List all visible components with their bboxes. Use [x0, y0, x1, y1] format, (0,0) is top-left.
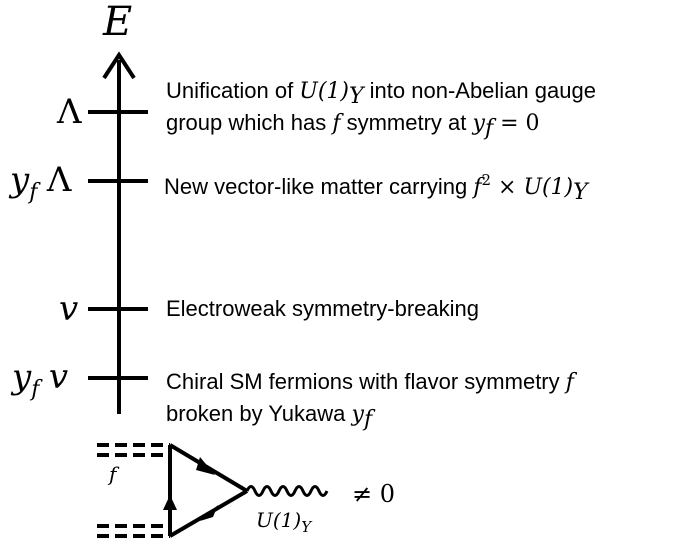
- energy-axis-arrowhead: [102, 51, 136, 80]
- triangle-loop: [163, 443, 249, 538]
- fermion-arrow-top: [196, 457, 215, 475]
- description-yf-lambda: New vector-like matter carrying f2 × U(1…: [164, 171, 588, 205]
- scale-label-yf-lambda: yf Λ: [10, 160, 72, 205]
- gauge-boson-wave: [245, 485, 329, 497]
- description-yf-v: Chiral SM fermions with flavor symmetry …: [166, 369, 574, 432]
- gauge-boson-label: U(1)Y: [256, 508, 312, 536]
- scale-label-v: v: [59, 289, 79, 329]
- fermion-label: f: [109, 462, 117, 486]
- scale-label-lambda: Λ: [57, 92, 82, 132]
- anomaly-result: ≠ 0: [352, 480, 396, 508]
- description-lambda: Unification of U(1)Y into non-Abelian ga…: [166, 78, 596, 141]
- description-v: Electroweak symmetry-breaking: [166, 296, 479, 321]
- scale-label-yf-v: yf v: [12, 357, 69, 402]
- axis-title-energy: E: [103, 0, 133, 45]
- fermion-arrow-left: [163, 495, 177, 510]
- fermion-arrow-bottom: [200, 505, 218, 521]
